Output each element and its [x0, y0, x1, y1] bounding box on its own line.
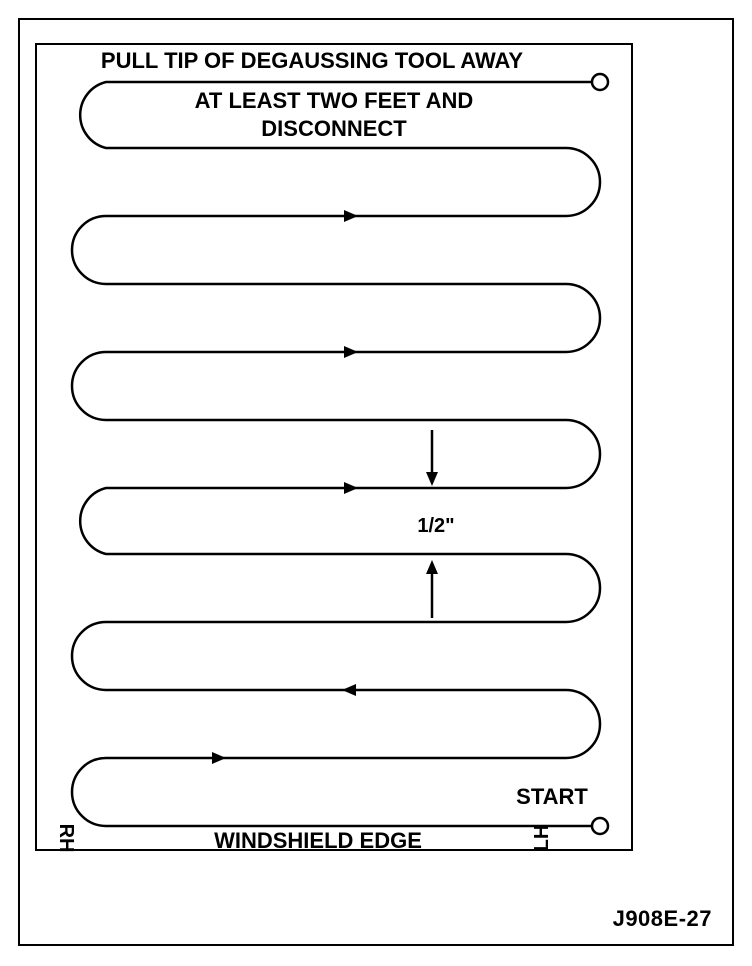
start-label: START — [516, 784, 588, 809]
spacing-dimension-top-arrow — [426, 430, 438, 486]
direction-arrow-right-2 — [344, 346, 358, 358]
instruction-line-3: DISCONNECT — [261, 116, 407, 141]
instruction-line-1: PULL TIP OF DEGAUSSING TOOL AWAY — [101, 48, 523, 73]
left-hand-label: LH — [531, 825, 553, 852]
end-point-circle — [590, 72, 610, 92]
direction-arrow-right-1 — [344, 482, 358, 494]
spacing-dimension-bottom-arrow — [426, 560, 438, 618]
spacing-label: 1/2" — [417, 515, 454, 537]
figure-frame — [18, 18, 734, 946]
figure-id-label: J908E-27 — [612, 906, 712, 931]
direction-arrow-bottom-right — [212, 752, 226, 764]
instruction-line-2: AT LEAST TWO FEET AND — [195, 88, 474, 113]
direction-arrow-right-3 — [344, 210, 358, 222]
start-point-circle — [590, 816, 610, 836]
windshield-edge-label: WINDSHIELD EDGE — [214, 828, 422, 853]
windshield-panel — [35, 43, 633, 851]
right-hand-label: RH — [55, 824, 77, 853]
direction-arrow-left — [342, 684, 356, 696]
degaussing-path — [70, 80, 602, 828]
